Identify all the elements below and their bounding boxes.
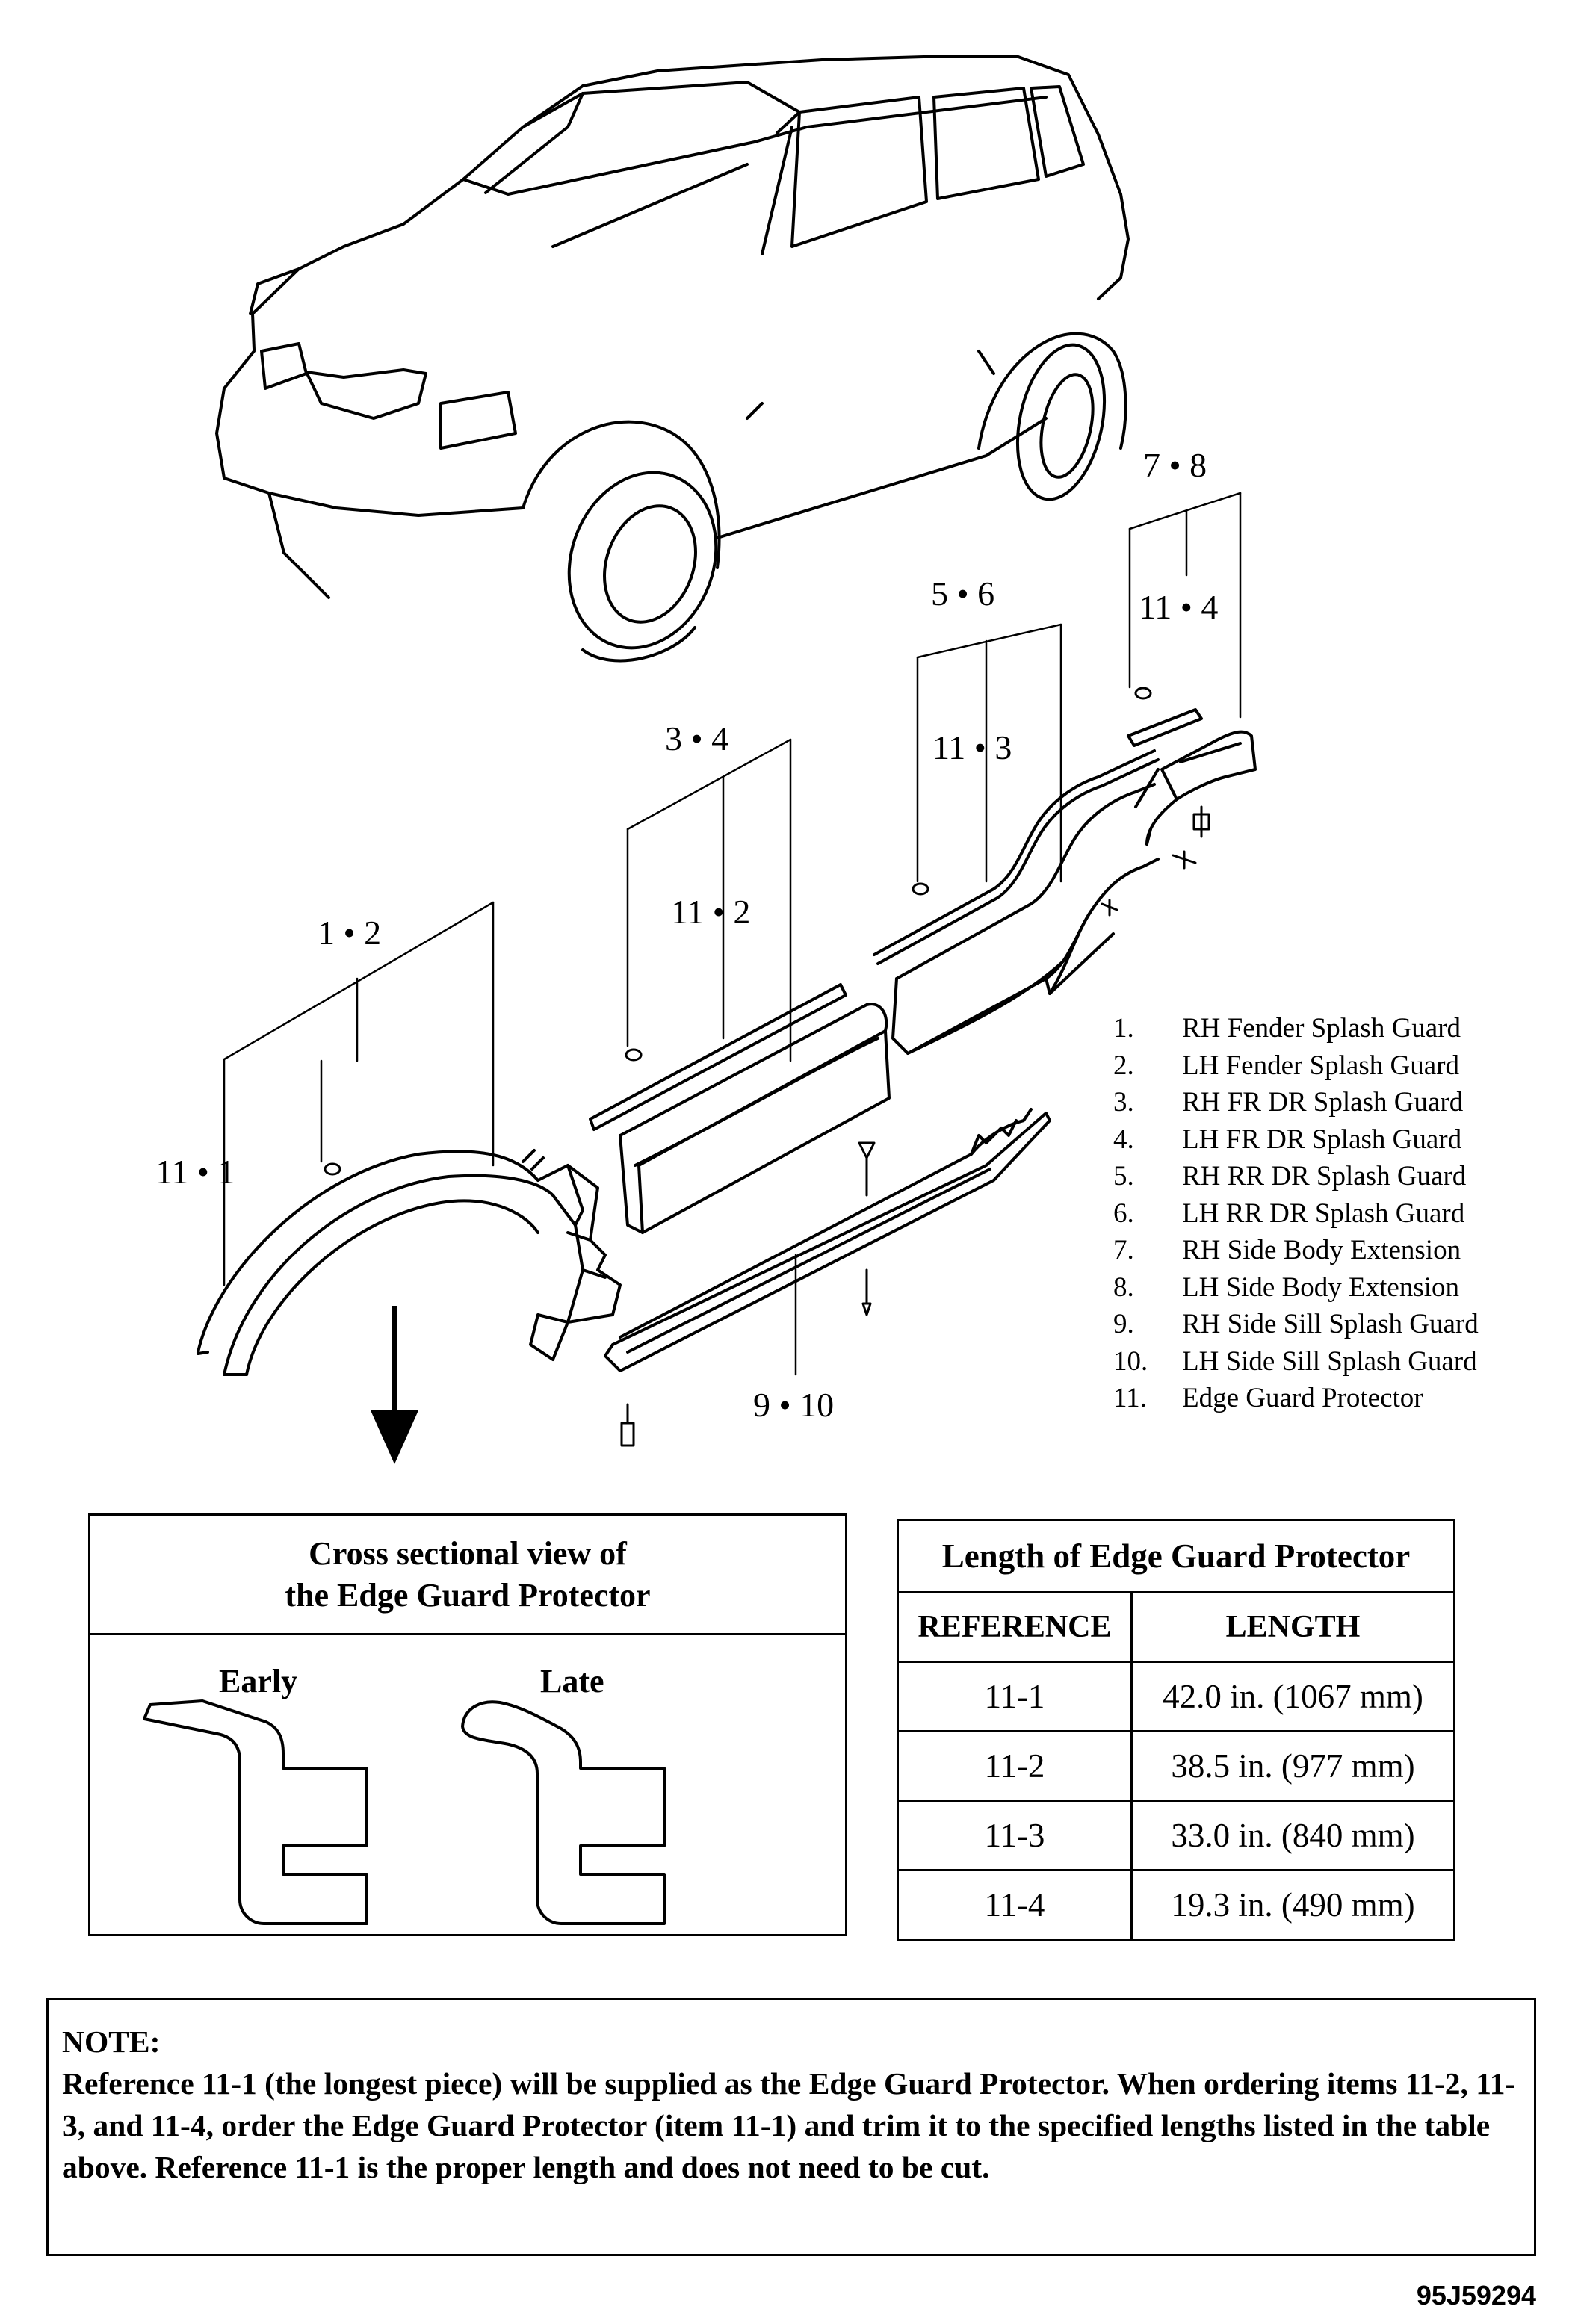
column-header-reference: REFERENCE bbox=[897, 1591, 1133, 1663]
callout-11-3: 11 • 3 bbox=[932, 728, 1012, 766]
legend-item: 2.LH Fender Splash Guard bbox=[1113, 1050, 1459, 1081]
legend-item: 7.RH Side Body Extension bbox=[1113, 1235, 1461, 1265]
column-header-length: LENGTH bbox=[1130, 1591, 1455, 1663]
legend-item: 10.LH Side Sill Splash Guard bbox=[1113, 1345, 1477, 1377]
legend-item: 4.LH FR DR Splash Guard bbox=[1113, 1124, 1462, 1155]
late-label: Late bbox=[540, 1663, 604, 1699]
table-row: 11-1 42.0 in. (1067 mm) bbox=[897, 1661, 1455, 1732]
exploded-parts-diagram: 1 • 2 11 • 1 3 • 4 11 • 2 5 • 6 11 • 3 7… bbox=[155, 55, 1257, 1464]
fender-splash-guard-part bbox=[197, 1149, 622, 1376]
vehicle-illustration bbox=[215, 55, 1130, 663]
table-row: 11-3 33.0 in. (840 mm) bbox=[897, 1800, 1455, 1871]
legend-item: 11.Edge Guard Protector bbox=[1113, 1383, 1423, 1413]
side-body-extension-part bbox=[1127, 708, 1257, 846]
legend-item: 5.RH RR DR Splash Guard bbox=[1113, 1161, 1467, 1192]
cross-section-box: Cross sectional view of the Edge Guard P… bbox=[88, 1513, 847, 1936]
legend-item: 6.LH RR DR Splash Guard bbox=[1113, 1197, 1465, 1229]
callout-7-8: 7 • 8 bbox=[1143, 446, 1207, 484]
rear-door-splash-guard-part bbox=[873, 749, 1160, 1055]
note-heading: NOTE: bbox=[62, 2024, 161, 2059]
early-profile bbox=[143, 1699, 368, 1925]
note-box: NOTE: Reference 11-1 (the longest piece)… bbox=[46, 1998, 1536, 2256]
down-arrow-icon bbox=[371, 1306, 418, 1464]
legend-item: 9.RH Side Sill Splash Guard bbox=[1113, 1309, 1479, 1339]
note-body: Reference 11-1 (the longest piece) will … bbox=[62, 2066, 1516, 2184]
callout-5-6: 5 • 6 bbox=[931, 574, 994, 613]
fastener-clips bbox=[324, 687, 1210, 1447]
table-row: 11-2 38.5 in. (977 mm) bbox=[897, 1730, 1455, 1802]
front-door-splash-guard-part bbox=[589, 983, 891, 1234]
callout-1-2: 1 • 2 bbox=[318, 914, 381, 952]
callout-3-4: 3 • 4 bbox=[665, 719, 728, 757]
table-row: 11-4 19.3 in. (490 mm) bbox=[897, 1869, 1455, 1941]
late-profile bbox=[461, 1700, 666, 1925]
legend-item: 1.RH Fender Splash Guard bbox=[1113, 1013, 1461, 1044]
callout-11-4: 11 • 4 bbox=[1139, 588, 1218, 626]
legend-item: 3.RH FR DR Splash Guard bbox=[1113, 1087, 1464, 1118]
legend-item: 8.LH Side Body Extension bbox=[1113, 1271, 1460, 1303]
callout-leader-lines bbox=[223, 492, 1242, 1376]
cross-section-profiles bbox=[143, 1699, 666, 1925]
side-sill-splash-guard-part bbox=[604, 1108, 1051, 1372]
cross-section-title: Cross sectional view of the Edge Guard P… bbox=[90, 1516, 845, 1635]
parts-legend: 1.RH Fender Splash Guard 2.LH Fender Spl… bbox=[1113, 1010, 1479, 1417]
edge-guard-length-table: Length of Edge Guard Protector REFERENCE… bbox=[897, 1519, 1455, 1941]
callout-9-10: 9 • 10 bbox=[753, 1386, 834, 1424]
figure-code: 95J59294 bbox=[1416, 2280, 1536, 2311]
table-caption: Length of Edge Guard Protector bbox=[897, 1519, 1455, 1593]
callout-11-2: 11 • 2 bbox=[671, 893, 750, 931]
callout-11-1: 11 • 1 bbox=[155, 1153, 235, 1191]
early-label: Early bbox=[219, 1663, 298, 1699]
